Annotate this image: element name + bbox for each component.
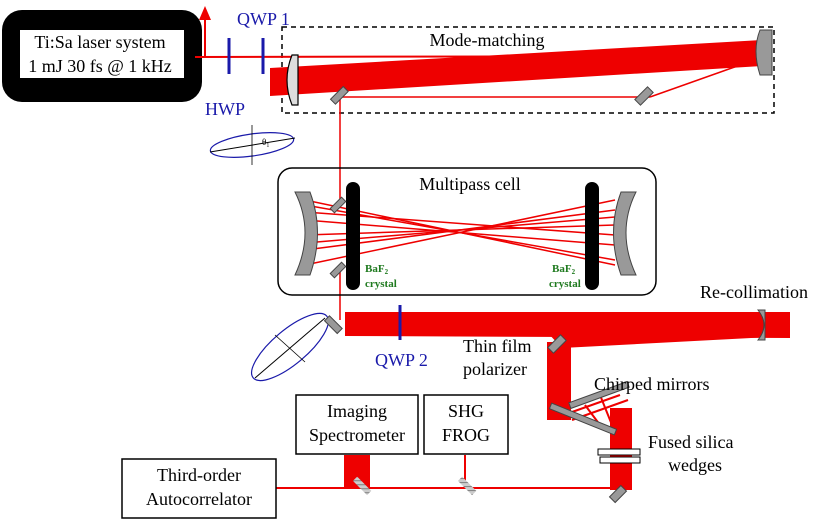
folding-mirror-2 <box>329 85 349 105</box>
thin-film-polarizer <box>547 334 567 354</box>
baf2-crystal-left <box>346 182 360 290</box>
chirped-mirrors <box>548 380 630 436</box>
lens <box>286 54 299 106</box>
mode-matching-box <box>281 26 775 114</box>
svg-text:Third-order: Third-order <box>157 465 241 485</box>
output-mirror <box>323 315 343 335</box>
crystal-left-label: crystal <box>365 278 397 290</box>
recollimation-label: Re-collimation <box>700 282 808 302</box>
pickoff-mirror-2 <box>457 476 477 496</box>
multipass-optics <box>294 182 637 290</box>
multipass-cell-box <box>277 167 657 296</box>
polarization-ellipse-2 <box>251 312 329 382</box>
svg-text:SHG: SHG <box>448 401 484 421</box>
qwp2-label: QWP 2 <box>375 350 428 370</box>
svg-text:Imaging: Imaging <box>327 401 387 421</box>
mode-matching-label: Mode-matching <box>430 30 545 50</box>
chirped-mirrors-label: Chirped mirrors <box>594 374 709 394</box>
laser-system-box: Ti:Sa laser system 1 mJ 30 fs @ 1 kHz <box>2 10 202 102</box>
polarization-ellipse-1: θ1 <box>209 125 296 165</box>
multipass-pickoff-bottom <box>329 261 347 279</box>
multipass-mirror-right <box>613 191 637 276</box>
thin-film-label-1: Thin film <box>463 336 532 356</box>
recollimation-mirror <box>756 309 766 341</box>
hwp-label: HWP <box>205 99 245 119</box>
baf2-crystal-right <box>585 182 599 290</box>
thin-film-label-2: polarizer <box>463 359 527 379</box>
third-order-autocorrelator-box: Third-order Autocorrelator <box>121 458 277 519</box>
beam-arrowhead <box>199 6 211 20</box>
waveplates <box>227 38 402 340</box>
imaging-spectrometer-box: Imaging Spectrometer <box>295 394 419 455</box>
fused-silica-label-1: Fused silica <box>648 432 734 452</box>
qwp1-label: QWP 1 <box>237 9 290 29</box>
pickoff-mirror-1 <box>352 476 372 496</box>
baf2-left-label: BaF2 <box>365 263 389 276</box>
theta-label: θ1 <box>262 137 269 149</box>
multipass-cell-label: Multipass cell <box>419 174 521 194</box>
multipass-mirror-left <box>294 191 318 276</box>
mode-matching-optics <box>286 29 773 106</box>
baf2-right-label: BaF2 <box>552 263 576 276</box>
svg-text:Spectrometer: Spectrometer <box>309 425 405 445</box>
laser-label-line2: 1 mJ 30 fs @ 1 kHz <box>28 56 172 76</box>
multipass-pickoff-top <box>329 196 347 214</box>
curved-mirror-far <box>755 29 773 76</box>
crystal-right-label: crystal <box>549 278 581 290</box>
fused-silica-wedges <box>597 448 641 504</box>
svg-text:Autocorrelator: Autocorrelator <box>146 489 252 509</box>
fused-silica-label-2: wedges <box>668 455 722 475</box>
mode-matching-cone <box>270 40 762 96</box>
svg-text:FROG: FROG <box>442 425 490 445</box>
laser-label-line1: Ti:Sa laser system <box>34 32 165 52</box>
folding-mirror-1 <box>634 86 654 106</box>
shg-frog-box: SHG FROG <box>423 394 509 455</box>
